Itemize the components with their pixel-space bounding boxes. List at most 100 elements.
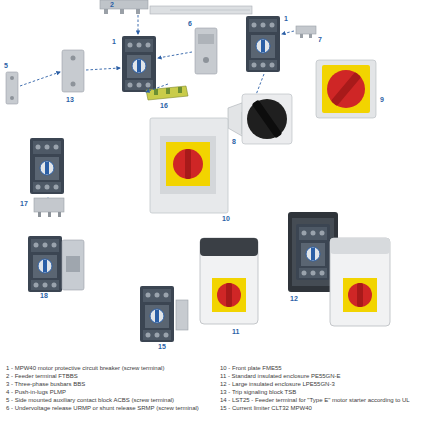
rotary-handle-black (252, 100, 283, 139)
callout-number: 18 (40, 292, 48, 299)
feeder-terminal (104, 9, 108, 14)
rotary-handle-red (316, 60, 376, 118)
feeder-terminal (100, 0, 148, 9)
busbar (150, 6, 252, 14)
parts-list-item: 2 - Feeder terminal FTBBS (6, 372, 218, 380)
feeder-terminal-ul (38, 212, 41, 217)
standard-enclosure (217, 283, 241, 307)
breaker (30, 138, 64, 194)
trip-signaling-block (71, 56, 76, 61)
breaker (140, 286, 174, 342)
current-limiter (176, 300, 188, 330)
terminal-strip (154, 89, 158, 95)
rotary-handle-red (331, 72, 362, 106)
large-enclosure (357, 283, 363, 307)
front-plate (185, 149, 191, 179)
callout-number: 12 (290, 295, 298, 302)
standard-enclosure (212, 278, 246, 312)
parts-list: 1 - MPW40 motor protective circuit break… (6, 364, 218, 412)
callout-number: 15 (158, 343, 166, 350)
rotary-handle-red (327, 70, 365, 108)
standard-enclosure (200, 238, 258, 256)
parts-list-item: 11 - Standard insulated enclosure PE55GN… (220, 372, 430, 380)
rotary-handle-black (247, 99, 287, 139)
undervoltage-release (198, 34, 214, 44)
breaker (296, 224, 330, 280)
parts-list-item: 3 - Three-phase busbars BBS (6, 380, 218, 388)
undervoltage-release (195, 28, 217, 74)
callout-number: 16 (160, 102, 168, 109)
callout-number: 6 (188, 20, 192, 27)
feeder-terminal (136, 9, 140, 14)
push-in-lug (300, 34, 303, 38)
parts-list-item: 10 - Front plate FME55 (220, 364, 430, 372)
current-limiter (176, 300, 188, 330)
contactor (66, 256, 80, 272)
callout-number: 13 (66, 96, 74, 103)
front-plate (160, 136, 216, 194)
undervoltage-release (203, 57, 209, 63)
callout-number: 11 (232, 328, 239, 335)
large-enclosure (292, 218, 334, 286)
push-in-lug (296, 26, 316, 34)
callout-number: 2 (110, 1, 114, 8)
parts-list-item: 4 - Push-in-lugs PLMP (6, 388, 218, 396)
front-plate (173, 149, 203, 179)
dashed-arrow (20, 15, 294, 212)
terminal-strip (146, 86, 188, 100)
callout-number: 5 (4, 62, 8, 69)
rotary-handle-red (316, 60, 376, 118)
auxiliary-contact (6, 72, 18, 104)
parts-list-item: 13 - Trip signaling block TSB (220, 388, 430, 396)
callout-number: 9 (380, 96, 384, 103)
front-plate (150, 118, 228, 213)
callout-number: 1 (112, 38, 116, 45)
terminal-strip (146, 86, 188, 100)
breaker (122, 36, 156, 92)
parts-list-item: 14 - LST25 - Feeder terminal for "Type E… (220, 396, 430, 404)
rotary-handle-black (242, 94, 292, 144)
callout-number: 10 (222, 215, 230, 222)
front-plate (166, 142, 210, 186)
callout-number: 17 (20, 200, 28, 207)
breaker (28, 236, 62, 292)
terminal-strip (166, 88, 170, 94)
auxiliary-contact (10, 76, 14, 80)
trip-signaling-block (71, 82, 76, 87)
push-in-lug (309, 34, 312, 38)
parts-list-item: 6 - Undervoltage release URMP or shunt r… (6, 404, 218, 412)
dashed-arrow (138, 15, 139, 34)
large-enclosure (288, 212, 390, 326)
contactor (62, 240, 84, 290)
parts-list-item: 1 - MPW40 motor protective circuit break… (6, 364, 218, 372)
auxiliary-contact (10, 96, 14, 100)
callout-number: 8 (232, 138, 236, 145)
busbar (150, 6, 252, 14)
rotary-handle-red (322, 65, 370, 113)
feeder-terminal (100, 0, 148, 14)
terminal-strip (178, 87, 182, 93)
large-enclosure (330, 238, 390, 326)
auxiliary-contact (6, 72, 18, 104)
dashed-arrow (20, 72, 60, 86)
rotary-handle-black (242, 94, 292, 144)
dashed-arrow (282, 31, 294, 34)
standard-enclosure (200, 238, 258, 324)
contactor (62, 240, 84, 290)
trip-signaling-block (62, 50, 84, 92)
feeder-terminal-ul (58, 212, 61, 217)
callout-number: 7 (318, 36, 322, 43)
parts-list: 10 - Front plate FME5511 - Standard insu… (220, 364, 430, 412)
busbar (170, 10, 250, 11)
dashed-arrow (146, 84, 168, 92)
front-plate (150, 118, 228, 213)
feeder-terminal-ul (34, 198, 64, 217)
push-in-lug (296, 26, 316, 38)
undervoltage-release (195, 28, 217, 74)
feeder-terminal-ul (48, 212, 51, 217)
callout-number: 1 (284, 15, 288, 22)
standard-enclosure (200, 238, 258, 324)
large-enclosure (330, 238, 390, 254)
dashed-arrow (158, 52, 192, 58)
